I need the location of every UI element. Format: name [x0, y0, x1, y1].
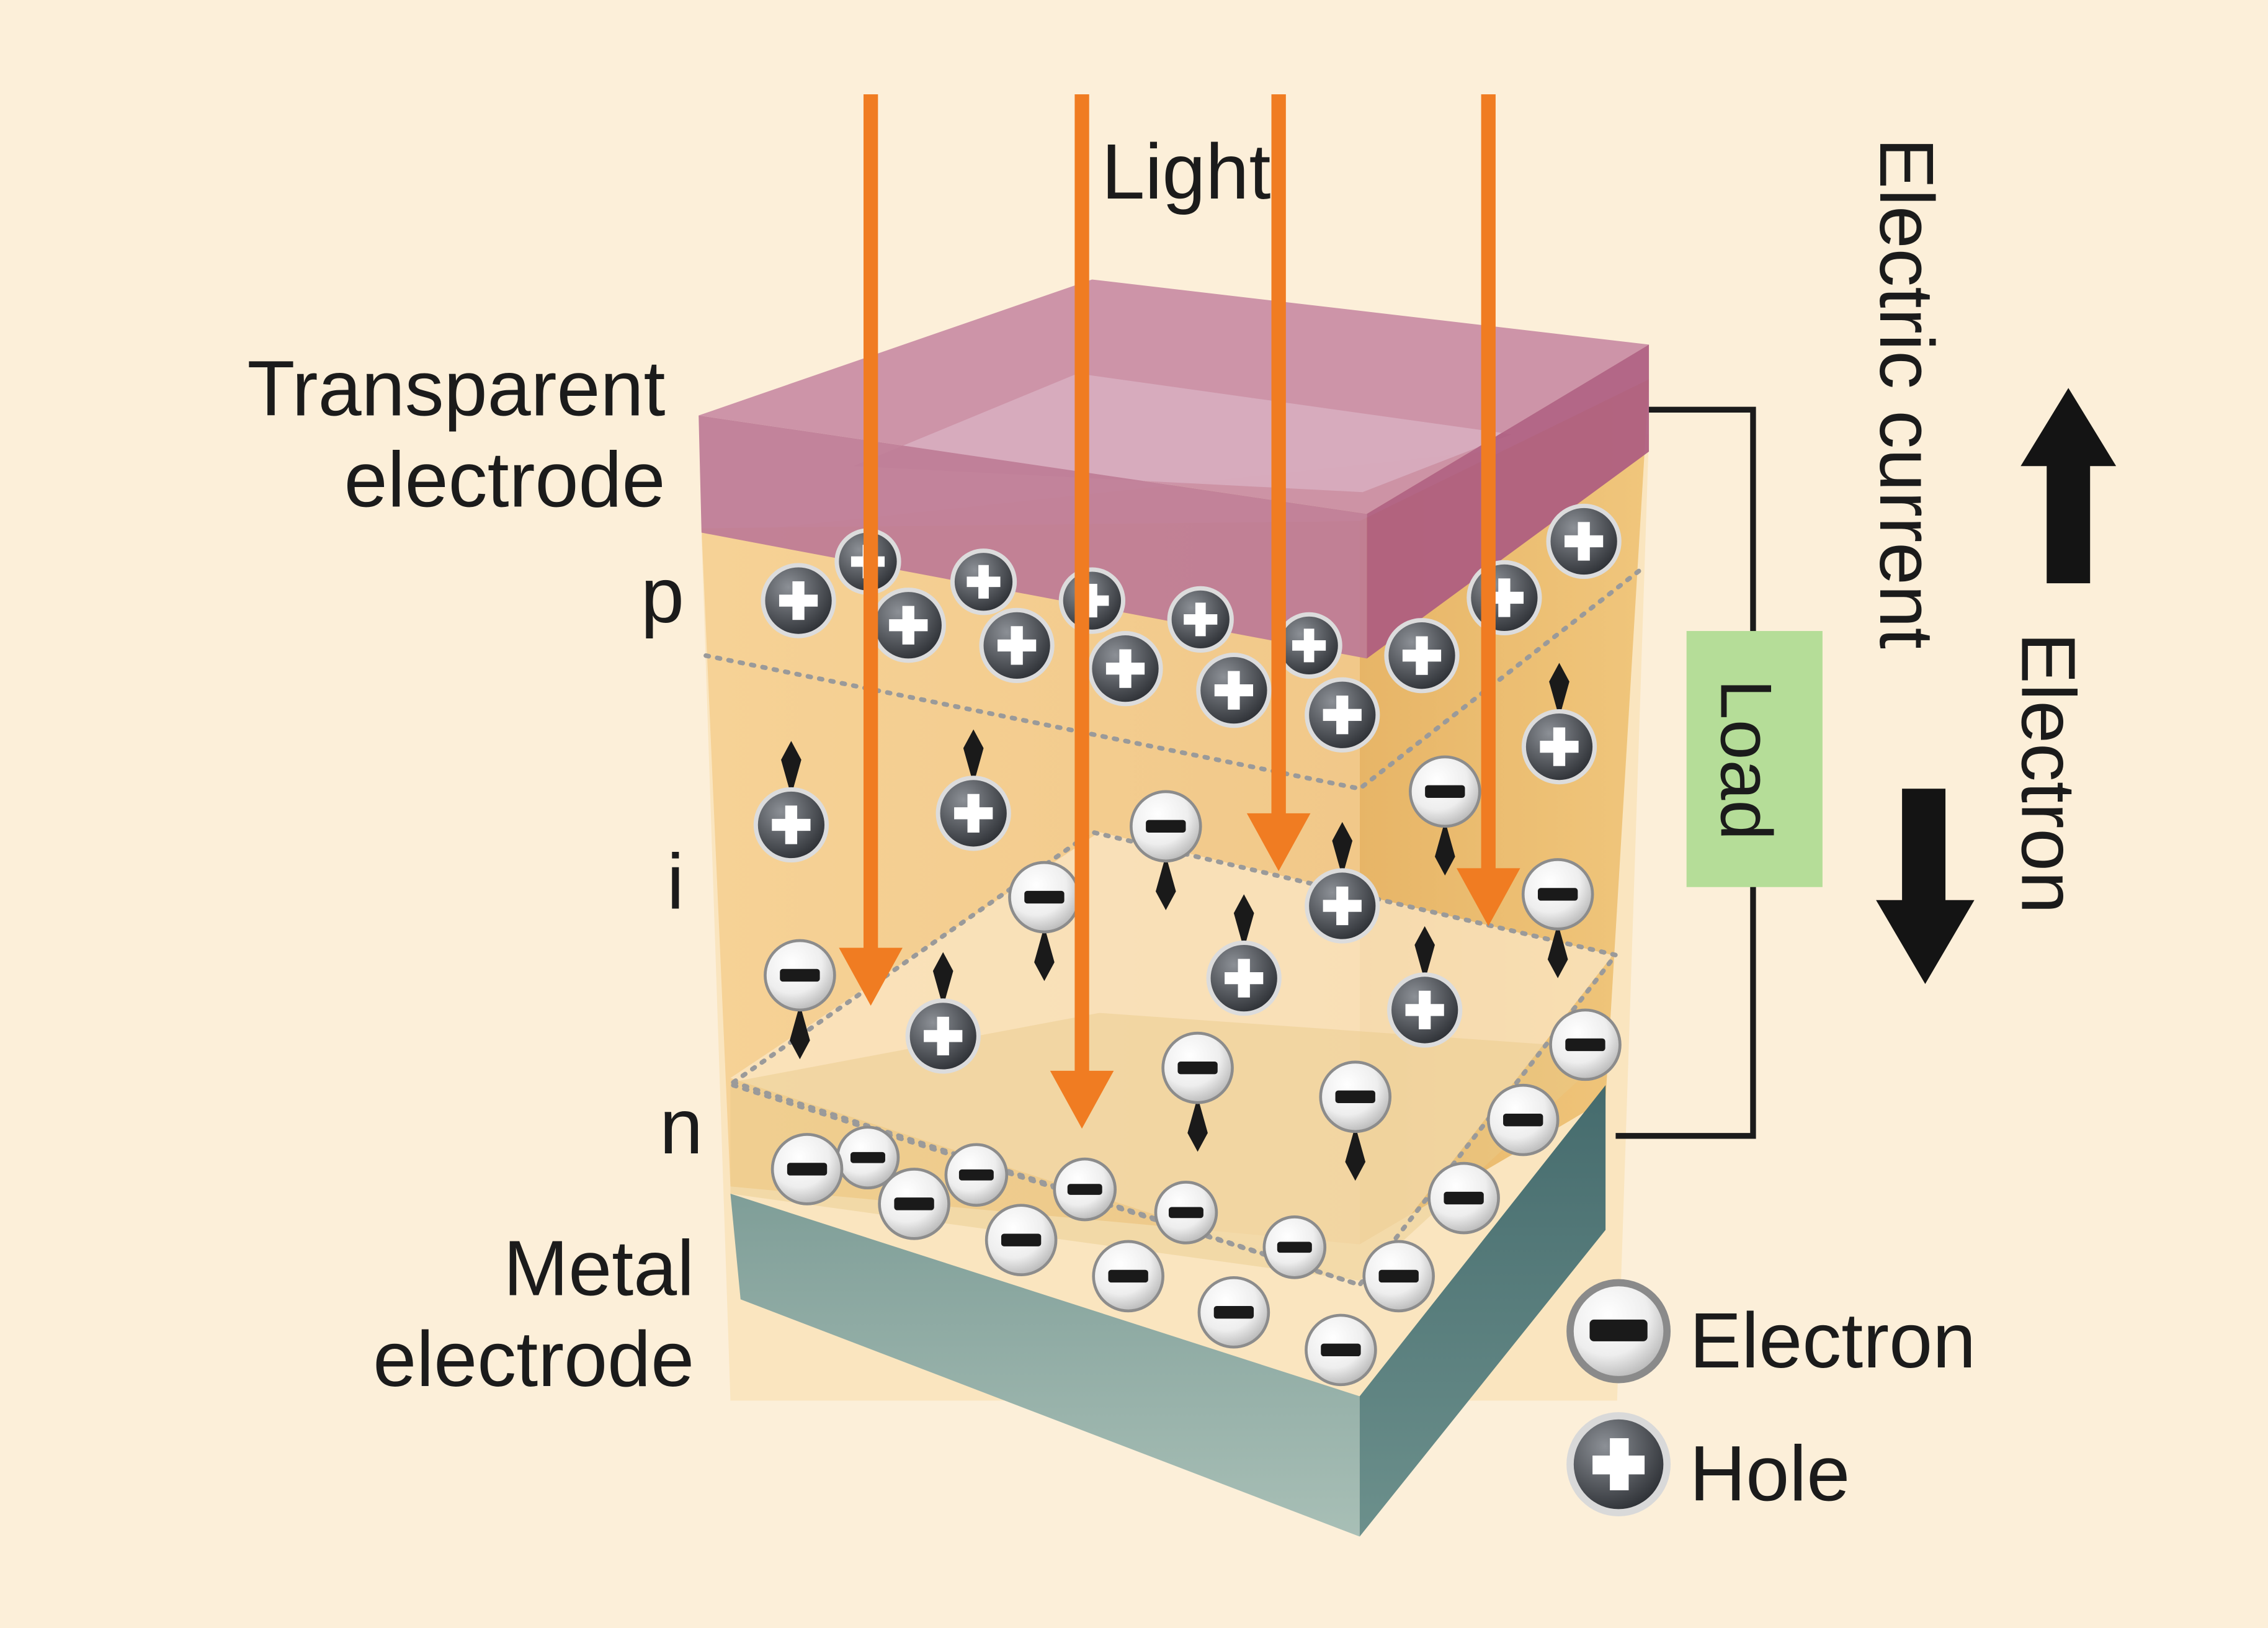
electron-icon — [1197, 1276, 1270, 1349]
electron-icon — [1008, 861, 1081, 934]
electron-icon — [1154, 1181, 1218, 1245]
electron-icon — [1092, 1240, 1164, 1313]
hole-icon — [1196, 653, 1272, 728]
arrow-up-icon — [2020, 388, 2117, 584]
circuit-wire-top — [1649, 406, 1756, 637]
hole-icon — [1058, 567, 1126, 634]
boundary-n-metal — [731, 1083, 1362, 1287]
boundary-p-i — [703, 566, 1645, 792]
electron-icon — [770, 1133, 844, 1205]
transparent-electrode-label-line2: electrode — [344, 436, 666, 524]
hole-icon — [1467, 560, 1542, 636]
carrier-trail — [963, 729, 984, 785]
load-label: Load — [1706, 679, 1787, 840]
arrow-down-icon — [1876, 789, 1975, 984]
carriers — [753, 503, 1622, 1387]
hole-icon — [950, 548, 1017, 615]
electron-icon — [1319, 1060, 1392, 1134]
light-ray-arrow — [1246, 94, 1311, 872]
layer-i-label: i — [667, 838, 684, 926]
hole-icon — [870, 588, 946, 663]
hole-icon — [979, 607, 1055, 683]
hole-icon — [1206, 941, 1282, 1016]
carrier-trail — [1547, 923, 1568, 978]
carrier-trail — [1414, 926, 1435, 982]
layer-p-label: p — [641, 552, 684, 639]
electron-icon — [836, 1125, 900, 1190]
hole-icon — [1387, 972, 1463, 1048]
hole-icon — [1167, 586, 1234, 653]
metal-electrode-front — [730, 1194, 1360, 1537]
electron-icon — [984, 1204, 1058, 1276]
electron-icon — [1409, 755, 1481, 828]
hole-icon — [761, 563, 836, 638]
legend-hole-label: Hole — [1689, 1429, 1850, 1517]
transparent-electrode-side — [1367, 344, 1650, 659]
electron-icon — [764, 939, 836, 1012]
electron-icon — [1486, 1083, 1560, 1156]
electron-icon — [1161, 1031, 1234, 1104]
light-ray-arrow — [839, 94, 903, 1006]
hole-icon — [1275, 612, 1342, 679]
n-layer-band — [730, 1013, 1613, 1281]
legend-electron-label: Electron — [1689, 1297, 1976, 1384]
legend: Electron Hole — [1566, 1279, 1976, 1517]
light-arrows — [839, 94, 1520, 1129]
carrier-trail — [932, 952, 953, 1008]
carrier-trail — [790, 1004, 810, 1060]
metal-electrode-label-line1: Metal — [503, 1224, 694, 1312]
electron-icon — [1521, 858, 1594, 931]
plus-circle-icon — [1566, 1412, 1671, 1517]
electric-current-label: Electric current — [1864, 138, 1949, 649]
carrier-trail — [1233, 894, 1254, 950]
carrier-trail — [1155, 855, 1176, 911]
hole-icon — [1305, 677, 1380, 753]
hole-icon — [1305, 868, 1380, 944]
light-ray-arrow — [1050, 94, 1114, 1129]
electron-icon — [878, 1168, 950, 1240]
carrier-trail — [1034, 926, 1055, 982]
external-circuit — [1615, 406, 1756, 1139]
metal-electrode-side — [1359, 1085, 1606, 1537]
cell-body — [699, 279, 1650, 1537]
carrier-trail — [1187, 1096, 1208, 1152]
electron-flow-label: Electron — [2006, 632, 2091, 913]
electron-icon — [1427, 1161, 1500, 1235]
carrier-trail — [1549, 663, 1569, 718]
hole-icon — [1521, 709, 1597, 785]
carrier-trail — [1434, 820, 1455, 876]
layer-boundaries — [703, 566, 1645, 1288]
hole-icon — [905, 998, 981, 1074]
metal-electrode-label-line2: electrode — [373, 1315, 694, 1403]
hole-icon — [753, 787, 829, 863]
electron-icon — [1262, 1215, 1327, 1279]
light-ray-arrow — [1456, 94, 1520, 926]
hole-icon — [935, 776, 1011, 851]
hole-icon — [1546, 503, 1622, 579]
carrier-trail — [1345, 1125, 1366, 1181]
load-resistor: Load — [1686, 631, 1823, 887]
transparent-electrode-label-line1: Transparent — [247, 345, 665, 432]
electron-icon — [1549, 1008, 1622, 1081]
electron-icon — [944, 1143, 1009, 1207]
load-box — [1686, 631, 1823, 887]
electron-icon — [1053, 1157, 1117, 1222]
minus-circle-icon — [1566, 1279, 1671, 1384]
layer-n-label: n — [659, 1083, 703, 1170]
electron-icon — [1305, 1313, 1377, 1387]
electron-icon — [1130, 790, 1202, 863]
hole-icon — [1087, 631, 1163, 707]
circuit-wire-bottom — [1615, 885, 1756, 1139]
electron-icon — [1362, 1240, 1435, 1313]
light-label: Light — [1101, 128, 1270, 215]
carrier-trail — [1332, 821, 1353, 877]
carrier-trail — [781, 741, 801, 796]
hole-icon — [1384, 618, 1460, 694]
